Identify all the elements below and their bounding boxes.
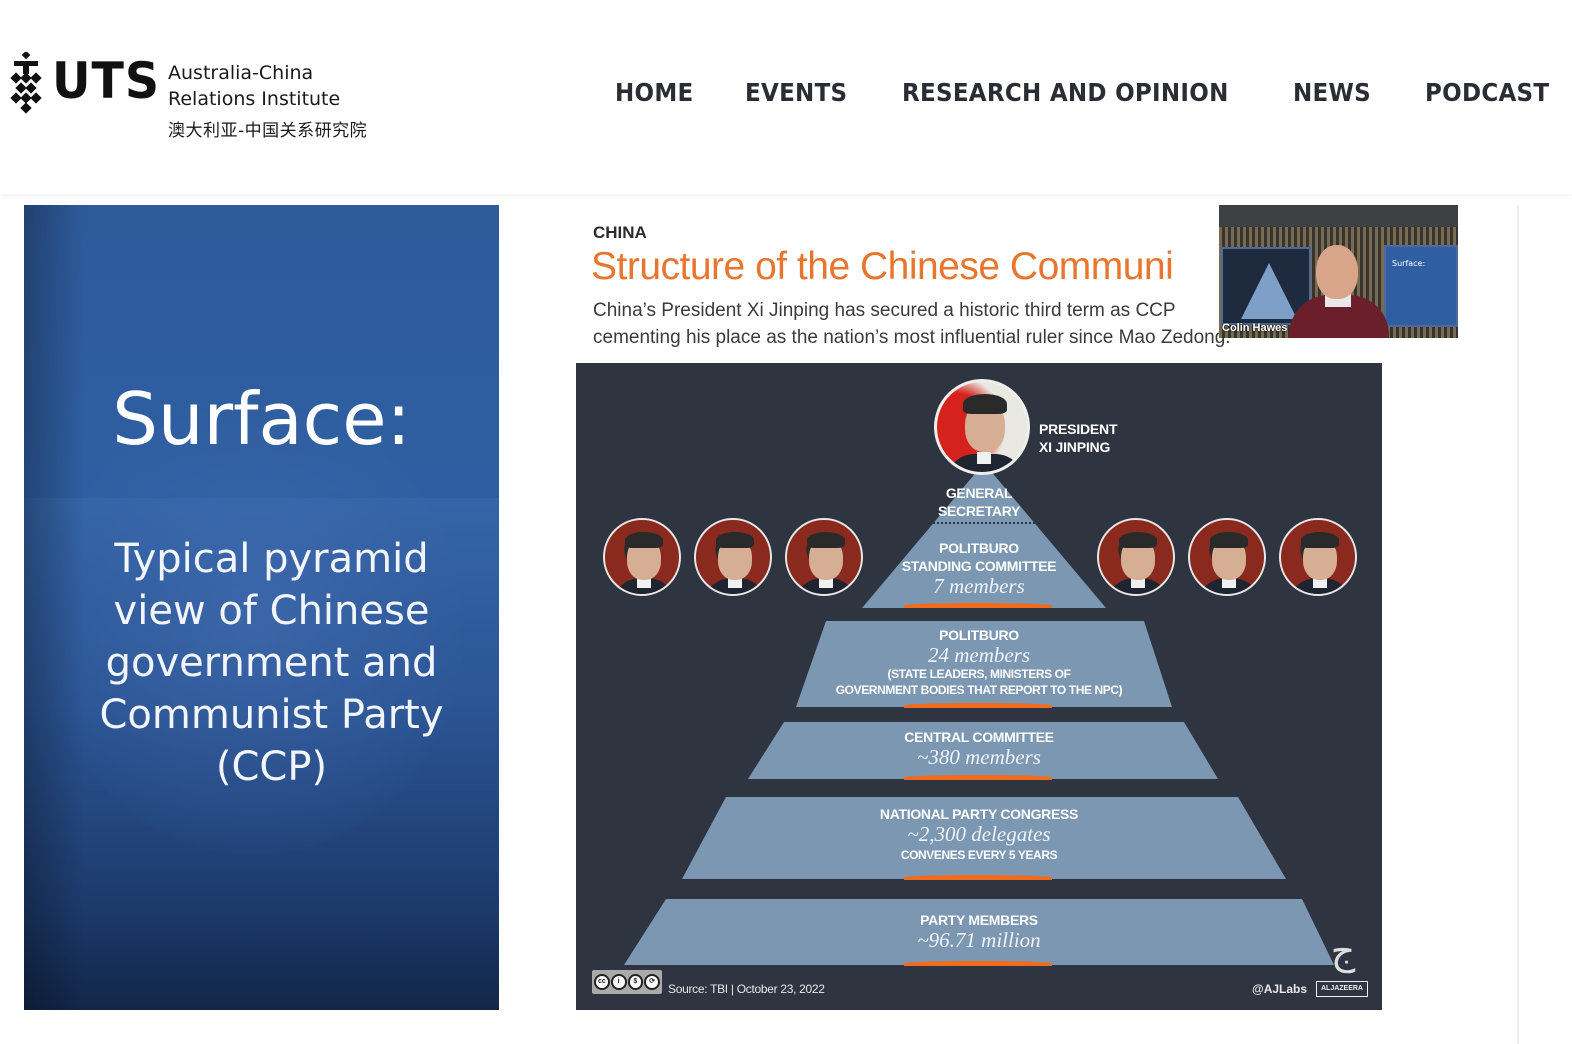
article-subtitle: China’s President Xi Jinping has secured… bbox=[593, 297, 1231, 351]
pyramid-thumb-icon bbox=[1241, 263, 1297, 319]
portrait-psc-member bbox=[785, 518, 863, 596]
nav-research-and-opinion[interactable]: RESEARCH AND OPINION bbox=[902, 78, 1229, 107]
cc-nc-icon: $ bbox=[627, 974, 644, 990]
portrait-hair bbox=[716, 532, 754, 548]
tier-title: PARTY MEMBERS bbox=[920, 912, 1038, 928]
tier-title: POLITBURO bbox=[939, 540, 1019, 556]
slide-body: Typical pyramid view of Chinese governme… bbox=[99, 536, 444, 790]
institute-name-line1: Australia-China bbox=[168, 62, 314, 84]
speaker-head bbox=[1316, 245, 1358, 299]
accent-bar bbox=[904, 775, 1052, 780]
uts-wordmark: UTS bbox=[52, 52, 161, 110]
portrait-hair bbox=[1119, 532, 1157, 548]
site-header: UTS Australia-China Relations Institute … bbox=[0, 0, 1572, 194]
tier-count: ~380 members bbox=[917, 745, 1041, 769]
portrait-xi-jinping bbox=[934, 379, 1030, 475]
institute-name-line2: Relations Institute bbox=[168, 88, 341, 110]
article-title: Structure of the Chinese Communi bbox=[591, 245, 1174, 288]
tier-count: ~2,300 delegates bbox=[907, 822, 1051, 846]
tier-general-secretary: GENERAL SECRETARY bbox=[576, 484, 1382, 520]
slide-title: Surface: bbox=[112, 377, 411, 461]
tier-party-members: PARTY MEMBERS ~96.71 million bbox=[576, 911, 1382, 951]
creative-commons-badge: cc i $ ⟳ bbox=[592, 970, 662, 994]
ajlabs-handle: @AJLabs bbox=[1252, 982, 1308, 996]
uts-logo-mark-icon bbox=[10, 52, 42, 114]
infographic-source: Source: TBI | October 23, 2022 bbox=[668, 982, 825, 996]
tier-count: 7 members bbox=[933, 574, 1025, 598]
tier-divider bbox=[921, 522, 1051, 524]
tier-title: CENTRAL COMMITTEE bbox=[904, 729, 1054, 745]
tier-title: GENERAL bbox=[945, 485, 1013, 501]
president-label-line1: PRESIDENT bbox=[1039, 421, 1118, 437]
portrait-hair bbox=[807, 532, 845, 548]
slide-band bbox=[24, 498, 499, 1010]
slide-edge-shadow bbox=[24, 205, 84, 1010]
nav-news[interactable]: NEWS bbox=[1293, 78, 1372, 107]
tier-central-committee: CENTRAL COMMITTEE ~380 members bbox=[576, 728, 1382, 768]
tier-count: ~96.71 million bbox=[917, 928, 1041, 952]
article-kicker: CHINA bbox=[593, 223, 647, 242]
portrait-psc-member bbox=[694, 518, 772, 596]
portrait-hair bbox=[1210, 532, 1248, 548]
tier-note-line1: (STATE LEADERS, MINISTERS OF bbox=[887, 667, 1071, 681]
video-screen-right: Surface: bbox=[1384, 245, 1458, 327]
presentation-slide: Surface: Typical pyramid view of Chinese… bbox=[24, 205, 499, 1010]
tier-count: 24 members bbox=[927, 643, 1031, 667]
accent-bar bbox=[904, 703, 1052, 708]
article-subtitle-line1: China’s President Xi Jinping has secured… bbox=[593, 300, 1176, 321]
tier-note: CONVENES EVERY 5 YEARS bbox=[900, 848, 1058, 862]
president-label: PRESIDENT XI JINPING bbox=[1039, 420, 1118, 456]
nav-podcast[interactable]: PODCAST bbox=[1425, 78, 1550, 107]
accent-bar bbox=[904, 603, 1052, 608]
tier-politburo: POLITBURO 24 members (STATE LEADERS, MIN… bbox=[576, 626, 1382, 698]
video-ceiling bbox=[1219, 205, 1458, 227]
content-divider bbox=[1517, 205, 1519, 1044]
portrait-shirt bbox=[977, 452, 991, 464]
video-screen-right-label: Surface: bbox=[1392, 259, 1426, 268]
accent-bar bbox=[904, 875, 1052, 880]
ccp-structure-infographic: PRESIDENT XI JINPING GENERAL SECRETARY P… bbox=[576, 363, 1382, 1010]
aljazeera-logo-icon: ﺝ bbox=[1330, 929, 1356, 973]
portrait-psc-member bbox=[1188, 518, 1266, 596]
aljazeera-badge: ALJAZEERA bbox=[1316, 981, 1368, 997]
slide-glow bbox=[44, 405, 464, 855]
tier-title: POLITBURO bbox=[939, 627, 1019, 643]
cc-sa-icon: ⟳ bbox=[644, 974, 660, 990]
video-screen-left bbox=[1221, 247, 1311, 325]
speaker-name: Colin Hawes bbox=[1222, 322, 1288, 334]
tier-politburo-standing-committee: POLITBURO STANDING COMMITTEE 7 members bbox=[576, 539, 1382, 597]
portrait-psc-member bbox=[1279, 518, 1357, 596]
speaker-figure bbox=[1289, 245, 1389, 338]
tier-title-line2: STANDING COMMITTEE bbox=[901, 558, 1057, 574]
uts-acri-logo[interactable]: UTS Australia-China Relations Institute … bbox=[8, 50, 367, 141]
cc-by-icon: i bbox=[610, 974, 627, 990]
cc-icon: cc bbox=[594, 974, 610, 990]
portrait-hair bbox=[963, 394, 1007, 414]
president-label-line2: XI JINPING bbox=[1039, 439, 1111, 455]
portrait-psc-member bbox=[1097, 518, 1175, 596]
pyramid-shapes bbox=[624, 463, 1334, 965]
accent-bar bbox=[904, 961, 1052, 966]
tier-note-line2: GOVERNMENT BODIES THAT REPORT TO THE NPC… bbox=[835, 683, 1123, 697]
nav-home[interactable]: HOME bbox=[615, 78, 694, 107]
article-subtitle-line2: cementing his place as the nation’s most… bbox=[593, 327, 1231, 348]
nav-events[interactable]: EVENTS bbox=[745, 78, 848, 107]
portrait-hair bbox=[625, 532, 663, 548]
institute-name: Australia-China Relations Institute 澳大利亚… bbox=[168, 60, 408, 144]
speaker-video-tile[interactable]: Surface: Colin Hawes bbox=[1219, 205, 1458, 338]
tier-title-line2: SECRETARY bbox=[937, 503, 1021, 519]
tier-national-party-congress: NATIONAL PARTY CONGRESS ~2,300 delegates… bbox=[576, 805, 1382, 863]
tier-title: NATIONAL PARTY CONGRESS bbox=[879, 806, 1079, 822]
institute-name-chinese: 澳大利亚-中国关系研究院 bbox=[168, 121, 368, 141]
portrait-hair bbox=[1301, 532, 1339, 548]
portrait-psc-member bbox=[603, 518, 681, 596]
